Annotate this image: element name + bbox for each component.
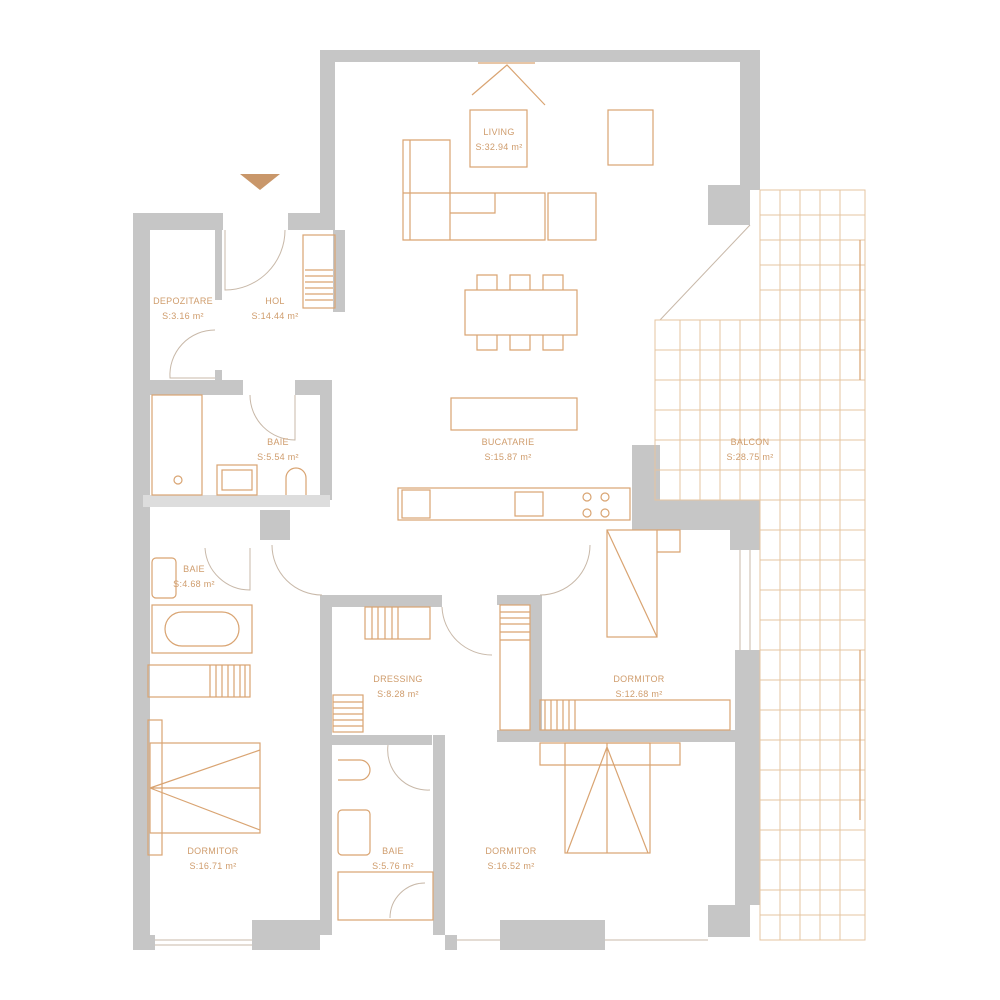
windows	[155, 224, 751, 946]
balcony-grid	[654, 189, 866, 941]
tv-unit	[471, 62, 546, 106]
bed	[606, 529, 658, 638]
doors	[169, 229, 591, 919]
sofa	[402, 139, 546, 241]
furniture	[147, 62, 731, 921]
armchair	[607, 109, 654, 166]
walls	[133, 50, 760, 950]
kitchen-counter	[397, 487, 631, 521]
entrance-marker-icon	[240, 174, 280, 190]
kitchen-island	[450, 397, 578, 431]
dining-table	[464, 289, 578, 336]
